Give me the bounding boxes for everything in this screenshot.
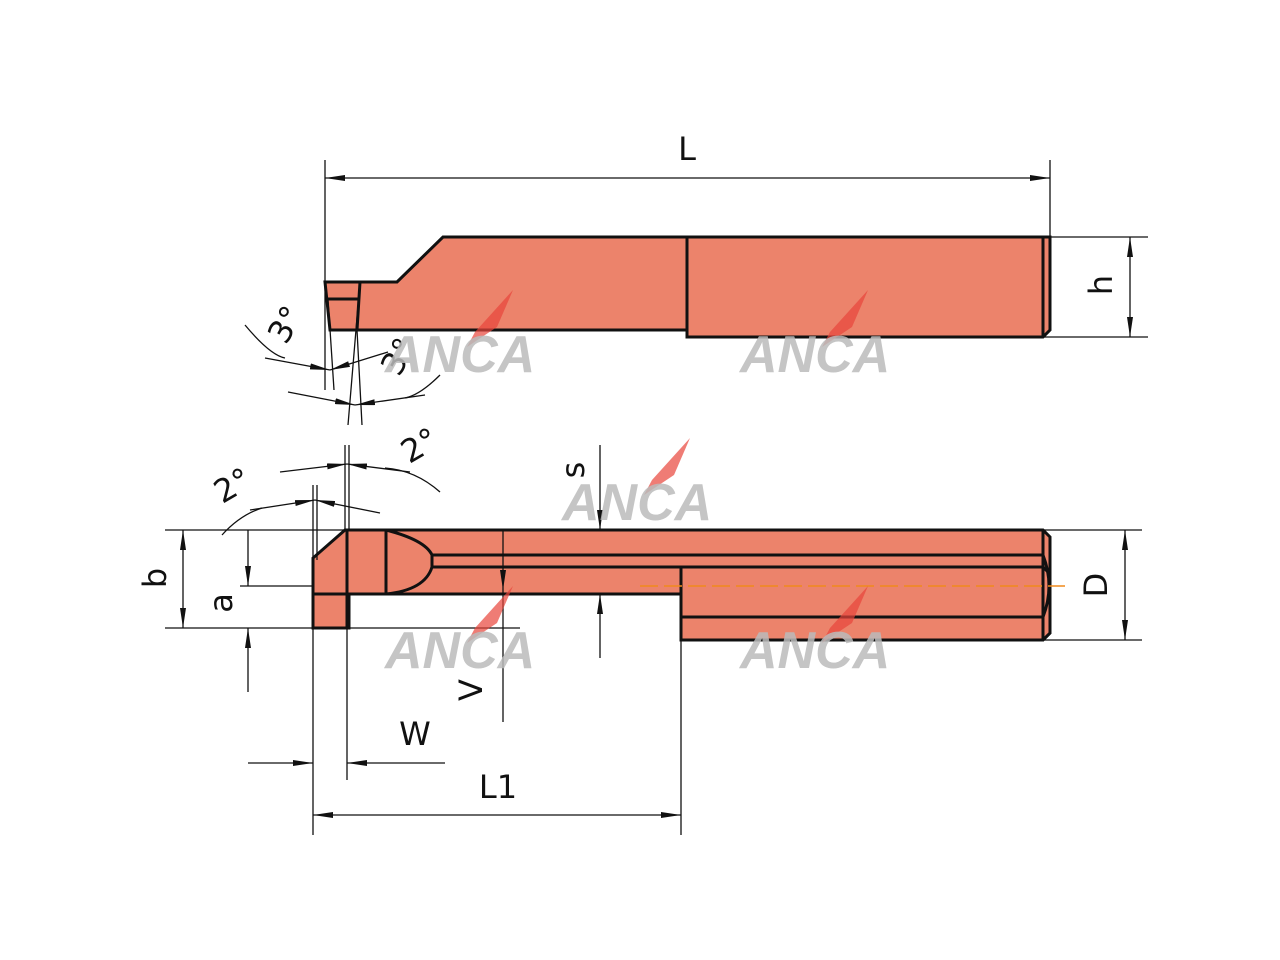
- svg-text:ANCA: ANCA: [738, 326, 890, 384]
- watermark-logo: ANCA: [383, 586, 535, 680]
- label-D: D: [1077, 573, 1115, 598]
- bottom-view: [311, 528, 1065, 642]
- watermark-logo: ANCA: [738, 290, 890, 384]
- dimensions: [165, 160, 1148, 835]
- label-angle-top-left: 3°: [260, 299, 311, 349]
- watermark-logo: ANCA: [383, 290, 535, 384]
- label-V: V: [452, 679, 490, 701]
- watermark-logo: ANCA: [738, 586, 890, 680]
- svg-text:ANCA: ANCA: [738, 622, 890, 680]
- label-s: s: [554, 462, 592, 479]
- label-W: W: [399, 715, 431, 753]
- watermarks: ANCA ANCA ANCA ANCA ANCA: [383, 290, 890, 680]
- label-b: b: [136, 568, 174, 588]
- labels: L h D b a s V W L1 3° 3° 2° 2°: [136, 130, 1120, 806]
- svg-text:ANCA: ANCA: [560, 474, 712, 532]
- label-h: h: [1082, 275, 1120, 295]
- label-L: L: [678, 130, 696, 168]
- top-view: [323, 235, 1052, 339]
- svg-text:ANCA: ANCA: [383, 622, 535, 680]
- watermark-logo: ANCA: [560, 438, 712, 532]
- label-L1: L1: [479, 768, 517, 806]
- top-view-edges: [325, 237, 1045, 337]
- label-a: a: [202, 593, 240, 613]
- svg-text:ANCA: ANCA: [383, 326, 535, 384]
- label-angle-bottom-left: 2°: [207, 460, 257, 511]
- label-angle-bottom-right: 2°: [394, 420, 444, 471]
